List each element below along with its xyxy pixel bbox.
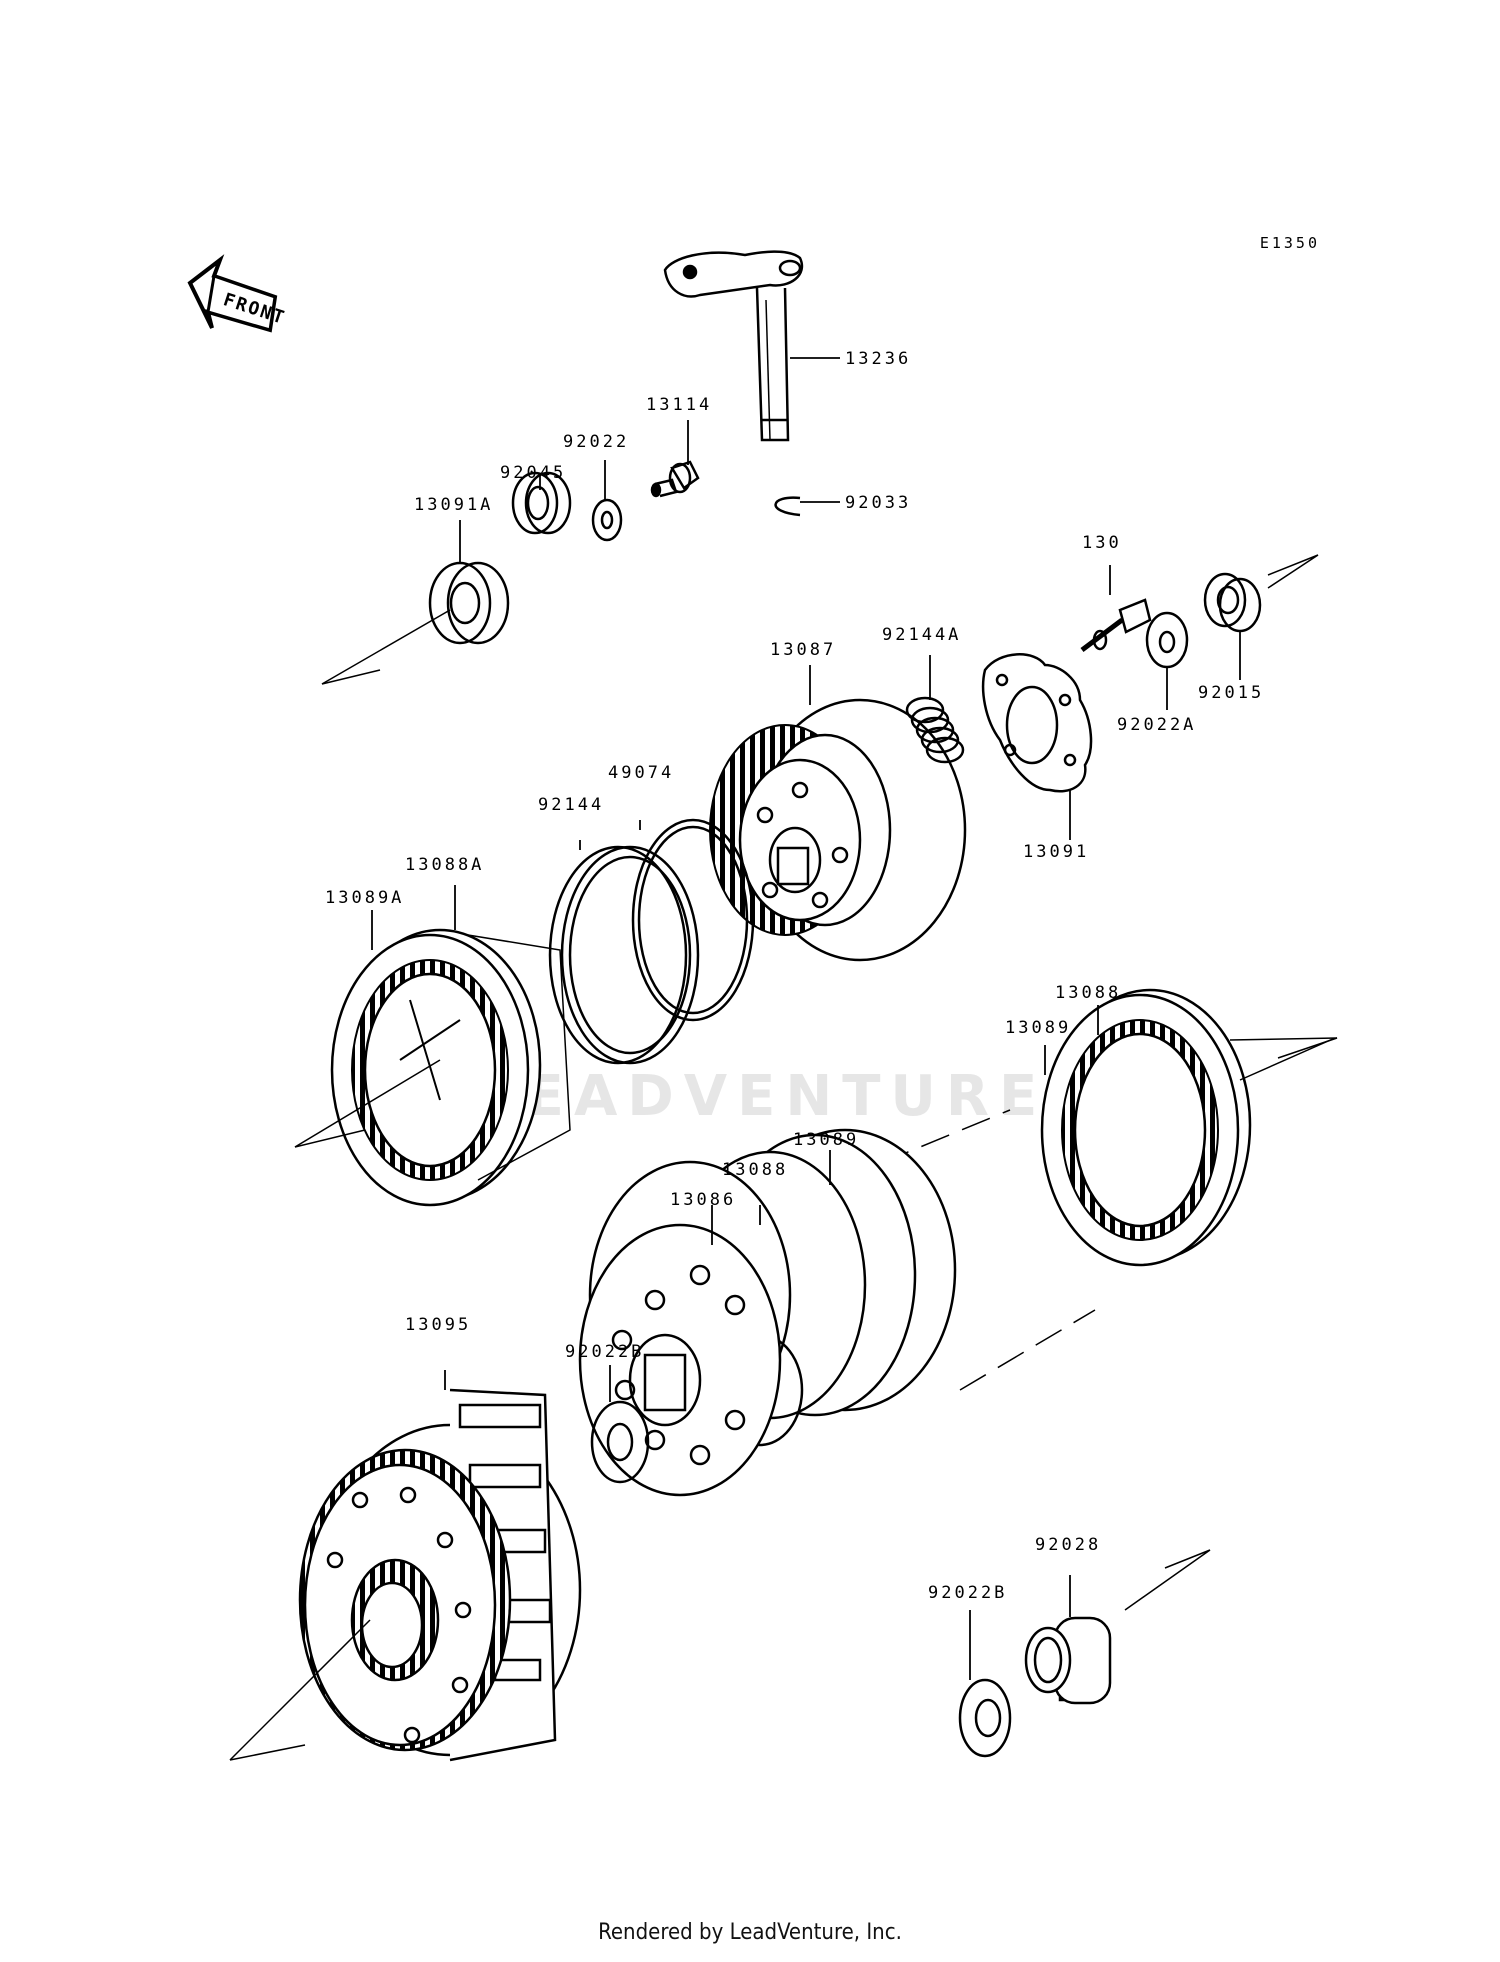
label-13091A: 13091A [414,495,493,515]
label-13089-right: 13089 [1005,1018,1071,1038]
part-13086-clutch-hub [578,1128,957,1497]
part-13089-13088-plates-right [839,988,1338,1391]
part-130-bolt [1080,598,1152,652]
label-13088-right: 13088 [1055,983,1121,1003]
front-arrow-icon: FRONT [187,254,288,333]
diagram-code: E1350 [1259,234,1320,252]
part-49074-ring [631,818,755,1022]
label-13088-mid: 13088 [722,1160,788,1180]
part-92022-washer [591,498,623,542]
label-92033: 92033 [845,493,911,513]
label-13087: 13087 [770,640,836,660]
part-13236-release-shaft [663,250,804,442]
label-13088A: 13088A [405,855,484,875]
watermark-text: LEADVENTURE [480,1064,1047,1129]
label-13236: 13236 [845,349,911,369]
part-92022A-washer [1145,611,1189,669]
part-92144A-spring [905,696,965,764]
part-13095-clutch-housing [229,1388,582,1762]
label-92045: 92045 [500,463,566,483]
part-92015-nut [1203,554,1319,633]
part-92045-bearing [511,471,572,535]
label-13091: 13091 [1023,842,1089,862]
label-13114: 13114 [646,395,712,415]
label-92022B-low: 92022B [928,1583,1007,1603]
part-13114-pusher [650,460,700,498]
part-13091-spring-plate [981,653,1093,793]
leader-lines [371,357,1241,1680]
label-13089-mid: 13089 [793,1130,859,1150]
label-92144: 92144 [538,795,604,815]
label-92022B-mid: 92022B [565,1342,644,1362]
label-13095: 13095 [405,1315,471,1335]
part-92144-ring [548,845,700,1065]
label-92022: 92022 [563,432,629,452]
part-92022B-washer [590,1400,650,1484]
label-92144A: 92144A [882,625,961,645]
part-labels: 13236 13114 92022 92045 13091A 92033 130… [325,349,1264,1603]
label-13086: 13086 [670,1190,736,1210]
label-49074: 49074 [608,763,674,783]
label-130: 130 [1082,533,1122,553]
label-92015: 92015 [1198,683,1264,703]
part-13089A-13088A-plates [294,928,571,1207]
footer-credit: Rendered by LeadVenture, Inc. [598,1920,902,1945]
label-92028: 92028 [1035,1535,1101,1555]
part-13087-pressure-plate [709,698,967,962]
label-13089A: 13089A [325,888,404,908]
part-92033-circlip [774,496,801,517]
part-92028-collar [1024,1549,1211,1705]
part-92022B-washer-low [958,1678,1012,1758]
label-92022A: 92022A [1117,715,1196,735]
part-13091A-seal [321,561,510,685]
